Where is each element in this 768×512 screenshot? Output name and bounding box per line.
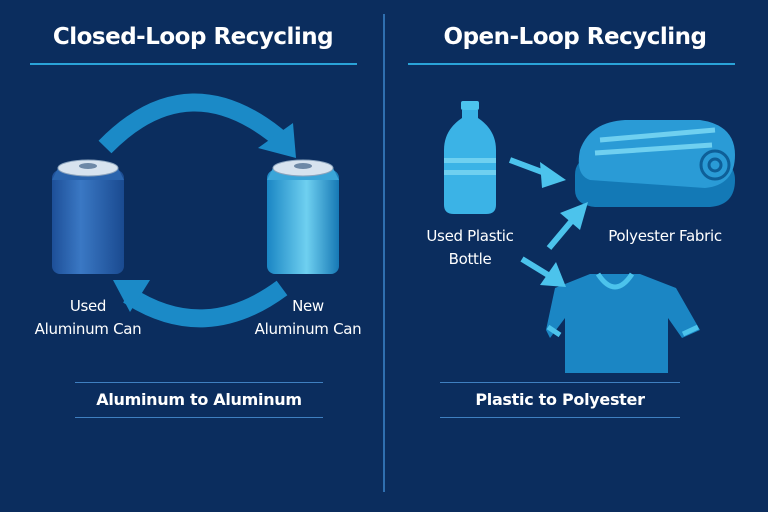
- arrow-bottom-icon: [113, 280, 288, 328]
- title-underline: [408, 63, 735, 65]
- caption-rule: [440, 382, 680, 383]
- used-can-icon: [52, 159, 124, 274]
- new-can-icon: [267, 159, 339, 274]
- open-loop-caption: Plastic to Polyester: [475, 390, 645, 409]
- used-can-label: Used Aluminum Can: [28, 295, 148, 341]
- label-line: Aluminum Can: [254, 320, 362, 338]
- closed-loop-title: Closed-Loop Recycling: [52, 24, 334, 50]
- plastic-bottle-icon: [444, 101, 496, 214]
- caption-rule: [75, 382, 323, 383]
- polyester-fabric-icon: [575, 120, 735, 207]
- fabric-label: Polyester Fabric: [608, 227, 722, 245]
- label-line: Bottle: [448, 250, 492, 268]
- open-loop-title: Open-Loop Recycling: [443, 24, 707, 50]
- closed-loop-caption: Aluminum to Aluminum: [96, 390, 302, 409]
- label-line: New: [292, 297, 324, 315]
- arrow-bottle-to-fabric-icon: [508, 157, 566, 188]
- arrow-top-icon: [98, 93, 296, 158]
- label-line: Used: [69, 297, 107, 315]
- label-line: Aluminum Can: [34, 320, 142, 338]
- caption-rule: [440, 417, 680, 418]
- t-shirt-icon: [546, 272, 700, 373]
- bottle-label: Used Plastic Bottle: [405, 225, 535, 271]
- arrow-bottle-to-shirt-icon: [520, 256, 566, 287]
- label-line: Used Plastic: [426, 227, 514, 245]
- caption-rule: [75, 417, 323, 418]
- arrow-to-fabric-up-icon: [546, 202, 588, 250]
- title-underline: [30, 63, 357, 65]
- new-can-label: New Aluminum Can: [248, 295, 368, 341]
